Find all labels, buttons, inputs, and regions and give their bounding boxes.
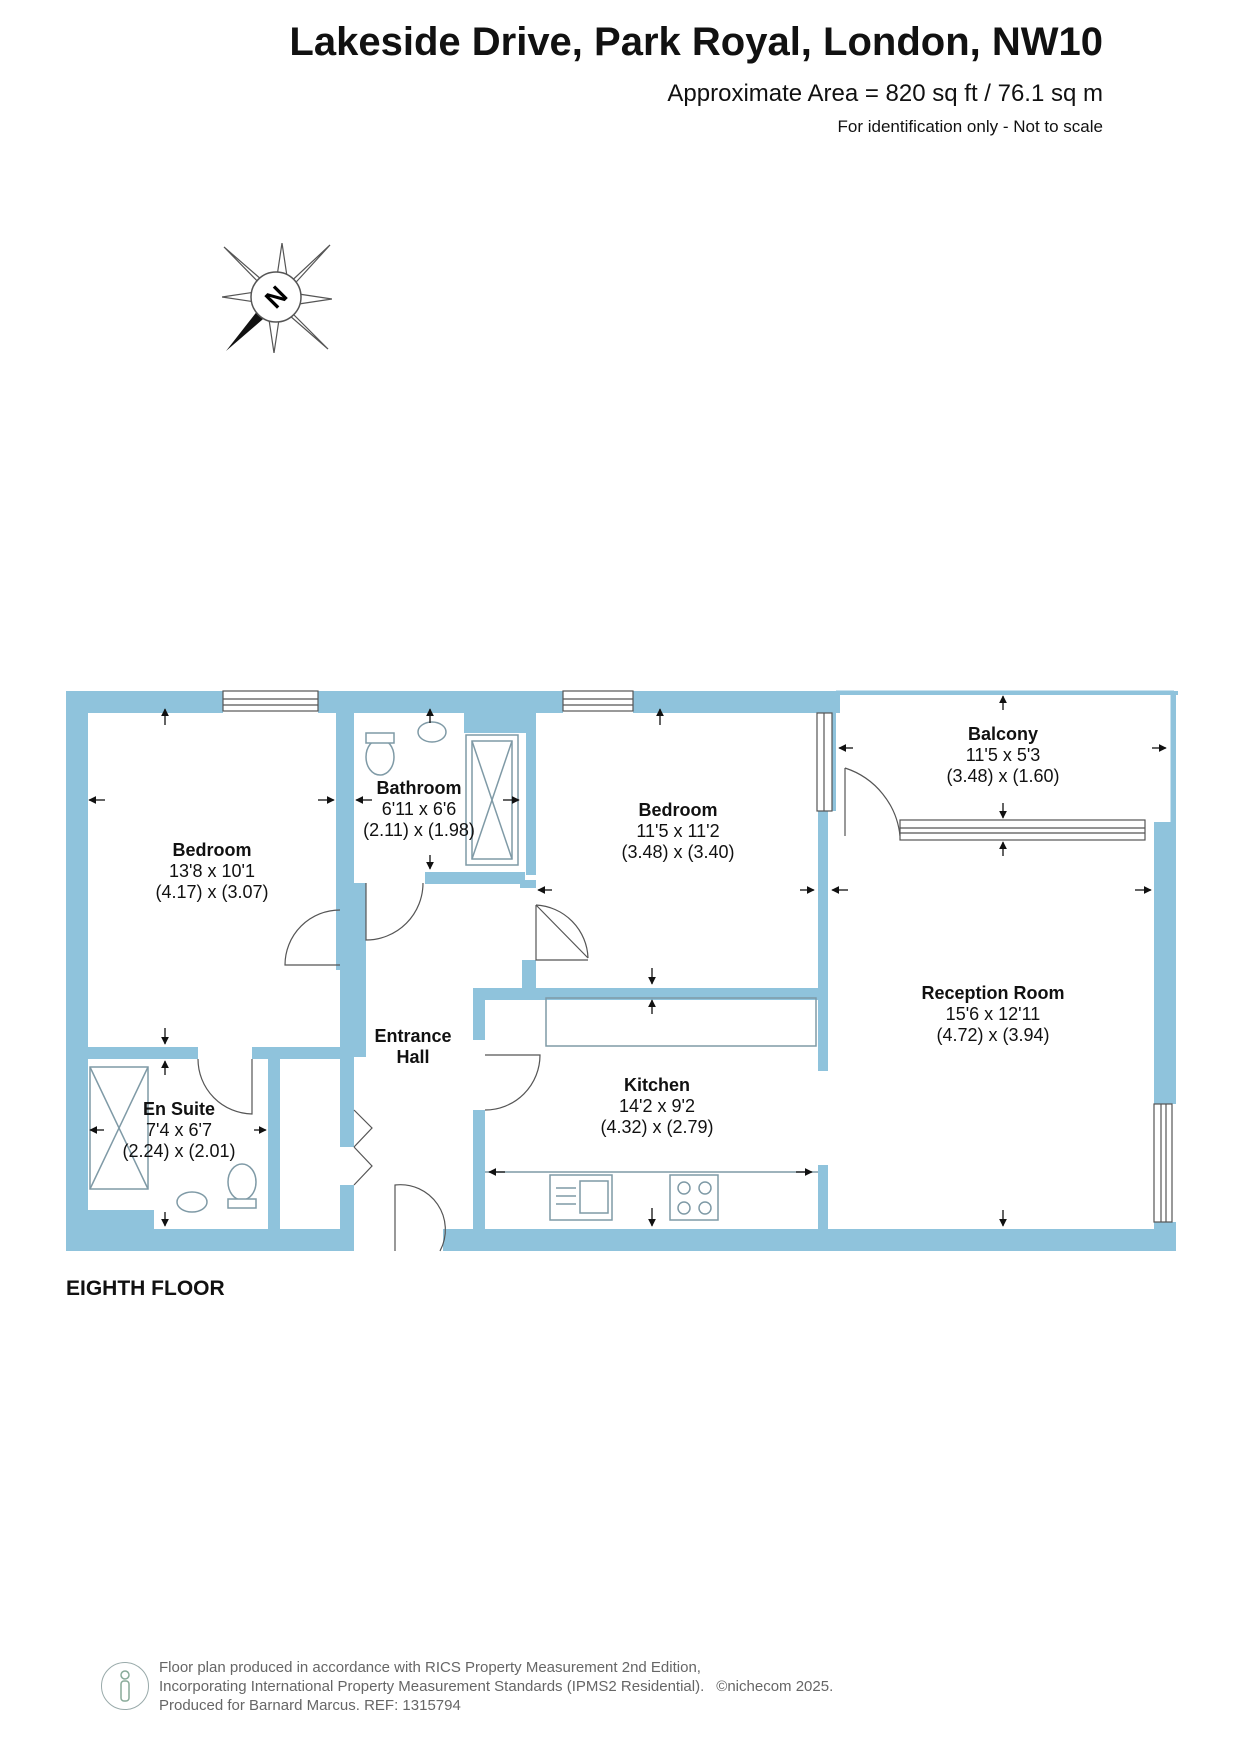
room-kitchen: Kitchen 14'2 x 9'2 (4.32) x (2.79) (600, 1075, 713, 1138)
kitchen-hob-icon (669, 1174, 719, 1221)
room-name: Entrance Hall (374, 1026, 452, 1067)
footer-copyright: ©nichecom 2025. (716, 1677, 834, 1695)
room-name: Balcony (967, 724, 1039, 744)
room-dimensions: 11'5 x 5'3 (965, 745, 1041, 765)
compass-rose: N (222, 243, 332, 353)
ensuite-basin-icon (176, 1191, 208, 1213)
room-metric: (2.11) x (1.98) (363, 820, 475, 840)
room-metric: (3.48) x (1.60) (946, 766, 1060, 786)
scale-note: For identification only - Not to scale (837, 117, 1103, 136)
approximate-area: Approximate Area = 820 sq ft / 76.1 sq m (667, 80, 1103, 107)
walls (66, 691, 1178, 1251)
room-entrance-hall: Entrance Hall (368, 1026, 458, 1068)
bathroom-toilet-icon (365, 738, 395, 776)
room-metric: (2.24) x (2.01) (122, 1141, 236, 1161)
windows (222, 690, 1173, 1223)
room-name: Bedroom (172, 840, 252, 860)
footer-line-1: Floor plan produced in accordance with R… (159, 1658, 701, 1676)
footer-text: Floor plan produced in accordance with R… (159, 1658, 833, 1715)
room-name: Reception Room (921, 983, 1065, 1003)
compass-pointer (226, 305, 270, 351)
room-dimensions: 13'8 x 10'1 (169, 861, 255, 881)
room-dimensions: 6'11 x 6'6 (381, 799, 457, 819)
room-name: En Suite (142, 1099, 216, 1119)
balcony-outline (836, 690, 1174, 822)
person-icon (101, 1662, 149, 1710)
floor-label: EIGHTH FLOOR (66, 1277, 225, 1300)
room-bathroom: Bathroom 6'11 x 6'6 (2.11) x (1.98) (363, 778, 475, 841)
room-metric: (3.48) x (3.40) (621, 842, 735, 862)
room-dimensions: 7'4 x 6'7 (146, 1120, 212, 1140)
room-bedroom-1: Bedroom 13'8 x 10'1 (4.17) x (3.07) (155, 840, 268, 903)
bathroom-cistern-icon (365, 732, 395, 744)
ensuite-toilet-icon (227, 1163, 257, 1201)
footer-line-3: Produced for Barnard Marcus. REF: 131579… (159, 1696, 461, 1714)
room-name: Bathroom (376, 778, 462, 798)
room-dimensions: 11'5 x 11'2 (636, 821, 720, 841)
room-reception: Reception Room 15'6 x 12'11 (4.72) x (3.… (921, 983, 1064, 1046)
room-metric: (4.72) x (3.94) (936, 1025, 1050, 1045)
footer: Floor plan produced in accordance with R… (101, 1656, 833, 1716)
room-name: Bedroom (638, 800, 718, 820)
room-dimensions: 15'6 x 12'11 (945, 1004, 1041, 1024)
fixtures (89, 721, 818, 1221)
room-balcony: Balcony 11'5 x 5'3 (3.48) x (1.60) (946, 724, 1059, 787)
page-title: Lakeside Drive, Park Royal, London, NW10 (289, 20, 1103, 64)
room-metric: (4.17) x (3.07) (155, 882, 269, 902)
kitchen-worktop (545, 997, 817, 1047)
dimension-arrows (88, 695, 1167, 1227)
bathroom-basin-icon (417, 721, 447, 743)
footer-line-2: Incorporating International Property Mea… (159, 1677, 705, 1695)
room-bedroom-2: Bedroom 11'5 x 11'2 (3.48) x (3.40) (621, 800, 734, 863)
room-metric: (4.32) x (2.79) (600, 1117, 714, 1137)
room-name: Kitchen (623, 1075, 691, 1095)
compass-center (250, 271, 302, 323)
room-en-suite: En Suite 7'4 x 6'7 (2.24) x (2.01) (122, 1099, 235, 1162)
room-dimensions: 14'2 x 9'2 (619, 1096, 695, 1116)
doors (197, 767, 901, 1252)
